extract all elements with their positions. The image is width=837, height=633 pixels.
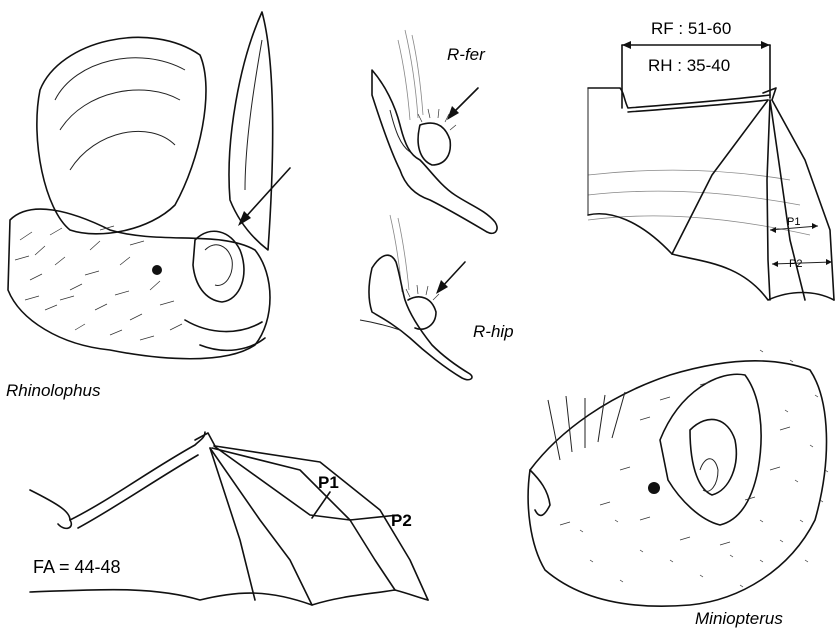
p1-small-label: P1 bbox=[787, 217, 800, 228]
p1-wing-label: P1 bbox=[318, 474, 339, 491]
rhinolophus-label: Rhinolophus bbox=[6, 382, 101, 399]
r-hip-noseleaf-drawing bbox=[360, 215, 472, 380]
rh-range-label: RH : 35-40 bbox=[648, 57, 730, 74]
p2-wing-label: P2 bbox=[391, 512, 412, 529]
r-hip-label: R-hip bbox=[473, 323, 514, 340]
r-fer-arrow bbox=[447, 88, 478, 120]
rhinolophus-arrow bbox=[238, 168, 290, 226]
r-hip-arrow bbox=[436, 262, 465, 294]
fa-range-label: FA = 44-48 bbox=[33, 558, 121, 576]
miniopterus-label: Miniopterus bbox=[695, 610, 783, 627]
rf-range-label: RF : 51-60 bbox=[651, 20, 731, 37]
rhinolophus-head-drawing bbox=[8, 12, 273, 359]
r-fer-label: R-fer bbox=[447, 46, 485, 63]
miniopterus-head-drawing bbox=[528, 350, 828, 606]
wing-diagram-bottom-left bbox=[30, 432, 428, 605]
p2-small-label: P2 bbox=[789, 259, 802, 270]
